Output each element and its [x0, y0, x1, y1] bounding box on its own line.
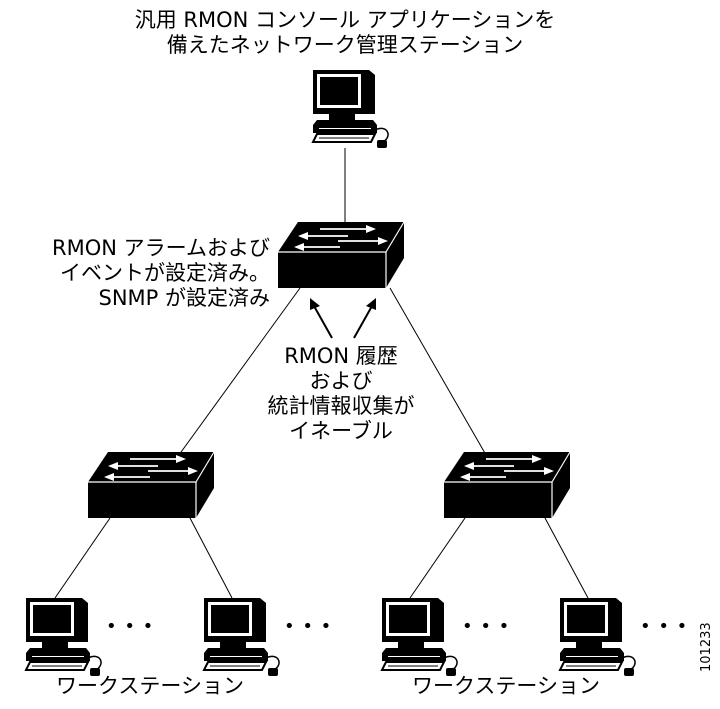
right-switch-icon — [443, 451, 571, 519]
stats-label-line4: イネーブル — [289, 419, 393, 443]
figure-id: 101233 — [699, 622, 714, 672]
arrow-up-right-icon — [353, 305, 373, 339]
arrow-up-left-icon — [313, 305, 333, 339]
workstation-icon — [559, 597, 637, 677]
switch-config-line2: イベントが設定済み。 — [60, 261, 270, 285]
workstation-icon — [25, 597, 103, 677]
stats-label-line1: RMON 履歴 — [284, 344, 398, 368]
ellipsis-left-1: • • • — [106, 616, 155, 637]
management-station-icon — [312, 69, 390, 149]
workstation-icon — [381, 597, 459, 677]
stats-label-line2: および — [309, 369, 373, 393]
link-left-switch-to-pc2 — [189, 517, 233, 599]
workstation-label-left: ワークステーション — [56, 674, 244, 698]
link-right-switch-to-pc3 — [409, 517, 466, 599]
ellipsis-left-2: • • • — [284, 616, 333, 637]
left-switch-icon — [87, 451, 215, 519]
station-title-line2: 備えたネットワーク管理ステーション — [166, 33, 524, 57]
stats-arrows — [310, 298, 376, 339]
station-title-line1: 汎用 RMON コンソール アプリケーションを — [134, 8, 556, 32]
workstation-icon — [203, 597, 281, 677]
switch-config-line3: SNMP が設定済み — [98, 286, 271, 310]
station-title: 汎用 RMON コンソール アプリケーションを 備えたネットワーク管理ステーショ… — [100, 8, 590, 58]
ellipsis-right-1: • • • — [462, 616, 511, 637]
workstation-label-right: ワークステーション — [412, 674, 600, 698]
link-right-switch-to-pc4 — [544, 517, 589, 599]
link-left-switch-to-pc1 — [54, 517, 111, 599]
stats-label: RMON 履歴 および 統計情報収集が イネーブル — [236, 344, 446, 444]
stats-label-line3: 統計情報収集が — [267, 394, 415, 418]
core-switch-icon — [277, 221, 405, 289]
switch-config-label: RMON アラームおよび イベントが設定済み。 SNMP が設定済み — [6, 236, 270, 311]
switch-config-line1: RMON アラームおよび — [52, 236, 270, 260]
ellipsis-right-2: • • • — [640, 616, 689, 637]
